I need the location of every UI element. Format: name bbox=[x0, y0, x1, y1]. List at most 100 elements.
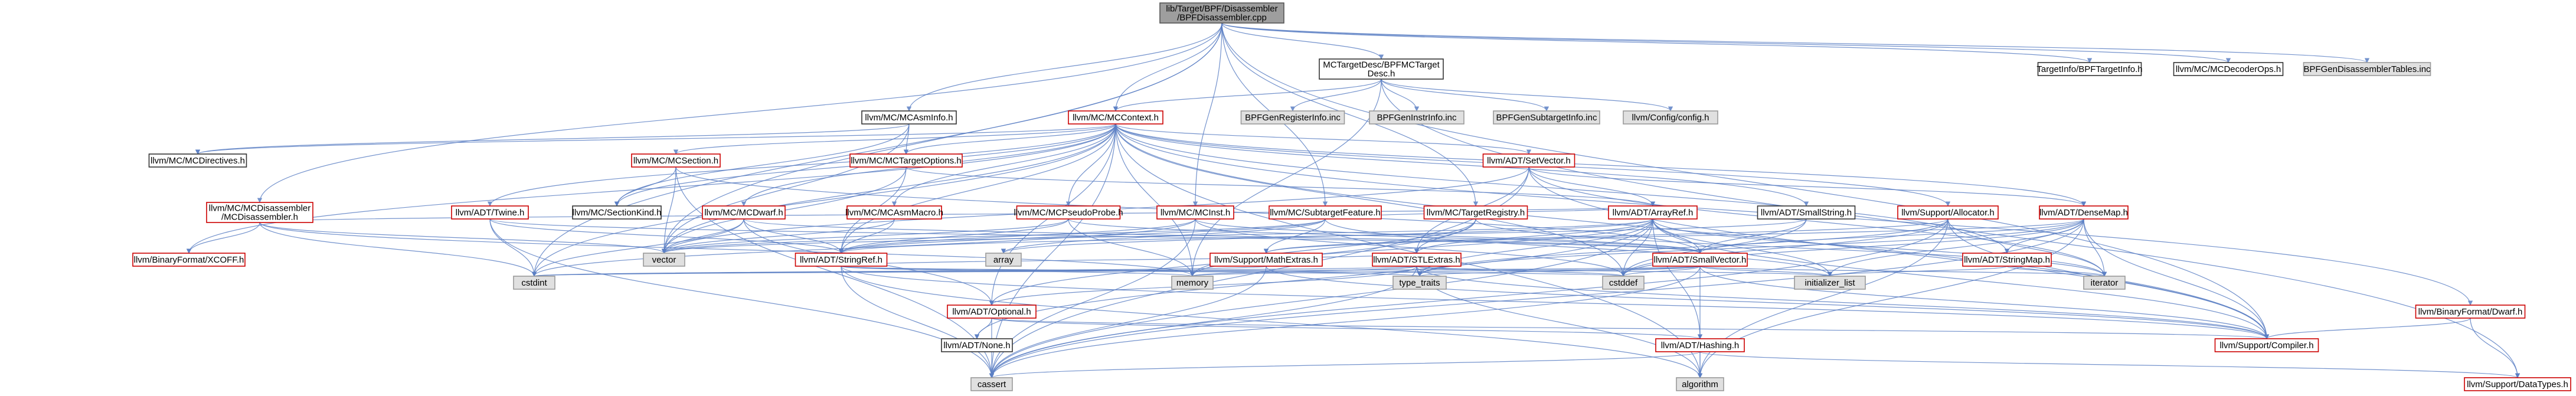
node-datatypes[interactable]: llvm/Support/DataTypes.h bbox=[2464, 377, 2571, 391]
node-mcdwarf[interactable]: llvm/MC/MCDwarf.h bbox=[702, 205, 786, 220]
edge-mcinst-to-stringref bbox=[838, 218, 1196, 254]
node-box-root bbox=[1159, 2, 1284, 24]
node-subtargetfeature[interactable]: llvm/MC/SubtargetFeature.h bbox=[1269, 205, 1382, 220]
edge-mcdwarf-to-cstdint bbox=[531, 218, 744, 277]
node-tgtinfo[interactable]: TargetInfo/BPFTargetInfo.h bbox=[2036, 62, 2143, 76]
edge-stlextras-to-cassert bbox=[989, 266, 1417, 378]
node-gendisasm[interactable]: BPFGenDisassemblerTables.inc bbox=[2303, 62, 2431, 76]
node-box-mcasmmacro bbox=[846, 205, 942, 220]
node-optional[interactable]: llvm/ADT/Optional.h bbox=[947, 305, 1037, 319]
edge-mcdisasm-to-xcoff bbox=[186, 222, 260, 254]
node-stlextras[interactable]: llvm/ADT/STLExtras.h bbox=[1372, 253, 1462, 267]
node-box-setvector bbox=[1482, 153, 1575, 168]
node-geninstr[interactable]: BPFGenInstrInfo.inc bbox=[1369, 110, 1464, 125]
node-mccontext[interactable]: llvm/MC/MCContext.h bbox=[1068, 110, 1163, 125]
edge-triple-to-stringref bbox=[489, 218, 844, 254]
edge-stlextras-to-cstddef bbox=[1416, 266, 1626, 277]
node-mcsection[interactable]: llvm/MC/MCSection.h bbox=[631, 153, 721, 168]
edge-root-to-vector bbox=[661, 22, 1222, 254]
node-label-bpftdesc: Desc.h bbox=[1368, 69, 1395, 79]
node-box-arrayref bbox=[1608, 205, 1698, 220]
edge-mcdwarf-to-vector bbox=[661, 218, 744, 254]
node-box-stringref bbox=[795, 253, 888, 267]
edge-mccontext-to-cstdint bbox=[531, 123, 1116, 277]
node-allocator[interactable]: llvm/Support/Allocator.h bbox=[1897, 205, 1999, 220]
node-mcasmmacro[interactable]: llvm/MC/MCAsmMacro.h bbox=[845, 205, 943, 220]
node-sectionkind[interactable]: llvm/MC/SectionKind.h bbox=[572, 205, 662, 220]
node-box-triple bbox=[451, 205, 529, 220]
node-typetraits[interactable]: type_traits bbox=[1392, 276, 1447, 290]
node-stringref[interactable]: llvm/ADT/StringRef.h bbox=[795, 253, 888, 267]
node-box-gendisasm bbox=[2303, 62, 2431, 76]
node-targetregistry[interactable]: llvm/MC/TargetRegistry.h bbox=[1423, 205, 1528, 220]
node-box-stlextras bbox=[1372, 253, 1462, 267]
node-label-hashing: llvm/ADT/Hashing.h bbox=[1661, 341, 1740, 351]
node-label-sectionkind: llvm/MC/SectionKind.h bbox=[573, 208, 662, 218]
edge-stringmap-to-initlist bbox=[1828, 266, 2008, 277]
node-label-mathextras: llvm/Support/MathExtras.h bbox=[1214, 255, 1318, 265]
node-iterator[interactable]: iterator bbox=[2083, 276, 2126, 290]
node-array[interactable]: array bbox=[985, 253, 1022, 267]
node-cstddef[interactable]: cstddef bbox=[1602, 276, 1645, 290]
node-box-mcsection bbox=[631, 153, 721, 168]
edge-root-to-mcasminfo bbox=[906, 22, 1222, 112]
node-arrayref[interactable]: llvm/ADT/ArrayRef.h bbox=[1608, 205, 1698, 220]
node-xcoff[interactable]: llvm/BinaryFormat/XCOFF.h bbox=[132, 253, 246, 267]
node-config[interactable]: llvm/Config/config.h bbox=[1623, 110, 1718, 125]
edge-mctargetopts-to-arrayref bbox=[905, 166, 1655, 207]
node-box-iterator bbox=[2083, 276, 2126, 290]
edge-hashing-to-cassert bbox=[989, 351, 1701, 378]
node-box-initlist bbox=[1794, 276, 1866, 290]
node-bindwarf[interactable]: llvm/BinaryFormat/Dwarf.h bbox=[2415, 305, 2526, 319]
edge-stringref-to-compiler bbox=[841, 266, 2269, 339]
edge-arrayref-to-cstddef bbox=[1620, 218, 1653, 277]
node-cassert[interactable]: cassert bbox=[970, 377, 1013, 391]
edge-mcinst-to-cstddef bbox=[1195, 218, 1626, 277]
node-mcdirectives[interactable]: llvm/MC/MCDirectives.h bbox=[148, 153, 247, 168]
edge-mccontext-to-xcoff bbox=[186, 123, 1116, 254]
node-genreg[interactable]: BPFGenRegisterInfo.inc bbox=[1240, 110, 1345, 125]
node-memory[interactable]: memory bbox=[1171, 276, 1214, 290]
edge-optional-to-hashing bbox=[991, 318, 1702, 339]
node-mctargetopts[interactable]: llvm/MC/MCTargetOptions.h bbox=[849, 153, 963, 168]
edge-targetregistry-to-iterator bbox=[1475, 218, 2107, 277]
node-compiler[interactable]: llvm/Support/Compiler.h bbox=[2214, 338, 2319, 352]
node-triple[interactable]: llvm/ADT/Twine.h bbox=[451, 205, 529, 220]
node-box-pseudoprobe bbox=[1016, 205, 1121, 220]
node-setvector[interactable]: llvm/ADT/SetVector.h bbox=[1482, 153, 1575, 168]
node-mcdecoderops[interactable]: llvm/MC/MCDecoderOps.h bbox=[2173, 62, 2284, 76]
node-box-cstddef bbox=[1602, 276, 1645, 290]
edge-setvector-to-iterator bbox=[1528, 166, 2107, 277]
edge-densemap-to-stringmap bbox=[2004, 218, 2084, 254]
node-root[interactable]: lib/Target/BPF/Disassembler/BPFDisassemb… bbox=[1159, 2, 1284, 24]
edge-mccontext-to-pseudoprobe bbox=[1065, 123, 1116, 207]
node-label-tgtinfo: TargetInfo/BPFTargetInfo.h bbox=[2036, 64, 2142, 74]
node-label-stringref: llvm/ADT/StringRef.h bbox=[800, 255, 882, 265]
node-gensub[interactable]: BPFGenSubtargetInfo.inc bbox=[1493, 110, 1600, 125]
node-box-memory bbox=[1171, 276, 1214, 290]
node-initlist[interactable]: initializer_list bbox=[1794, 276, 1866, 290]
node-smallstring[interactable]: llvm/ADT/SmallString.h bbox=[1757, 205, 1856, 220]
node-cstdint[interactable]: cstdint bbox=[513, 276, 555, 290]
edge-mcinst-to-smallvector bbox=[1195, 218, 1702, 254]
node-mathextras[interactable]: llvm/Support/MathExtras.h bbox=[1209, 253, 1323, 267]
edge-smallvector-to-cstdint bbox=[532, 266, 1701, 277]
node-label-compiler: llvm/Support/Compiler.h bbox=[2219, 341, 2313, 351]
node-algorithm[interactable]: algorithm bbox=[1676, 377, 1724, 391]
node-mcinst[interactable]: llvm/MC/MCInst.h bbox=[1156, 205, 1234, 220]
node-pseudoprobe[interactable]: llvm/MC/MCPseudoProbe.h bbox=[1014, 205, 1123, 220]
node-vector[interactable]: vector bbox=[643, 253, 685, 267]
node-stringmap[interactable]: llvm/ADT/StringMap.h bbox=[1962, 253, 2052, 267]
node-mcasminfo[interactable]: llvm/MC/MCAsmInfo.h bbox=[861, 110, 957, 125]
edge-mcinst-to-cstdint bbox=[531, 218, 1196, 277]
node-label-densemap: llvm/ADT/DenseMap.h bbox=[2039, 208, 2128, 218]
node-smallvector[interactable]: llvm/ADT/SmallVector.h bbox=[1652, 253, 1748, 267]
node-label-bindwarf: llvm/BinaryFormat/Dwarf.h bbox=[2418, 307, 2523, 317]
edge-smallstring-to-stringref bbox=[839, 218, 1807, 254]
node-box-geninstr bbox=[1369, 110, 1464, 125]
node-mcdisasm[interactable]: llvm/MC/MCDisassembler/MCDisassembler.h bbox=[206, 202, 313, 223]
node-none[interactable]: llvm/ADT/None.h bbox=[941, 338, 1013, 352]
node-densemap[interactable]: llvm/ADT/DenseMap.h bbox=[2039, 205, 2129, 220]
node-hashing[interactable]: llvm/ADT/Hashing.h bbox=[1655, 338, 1745, 352]
